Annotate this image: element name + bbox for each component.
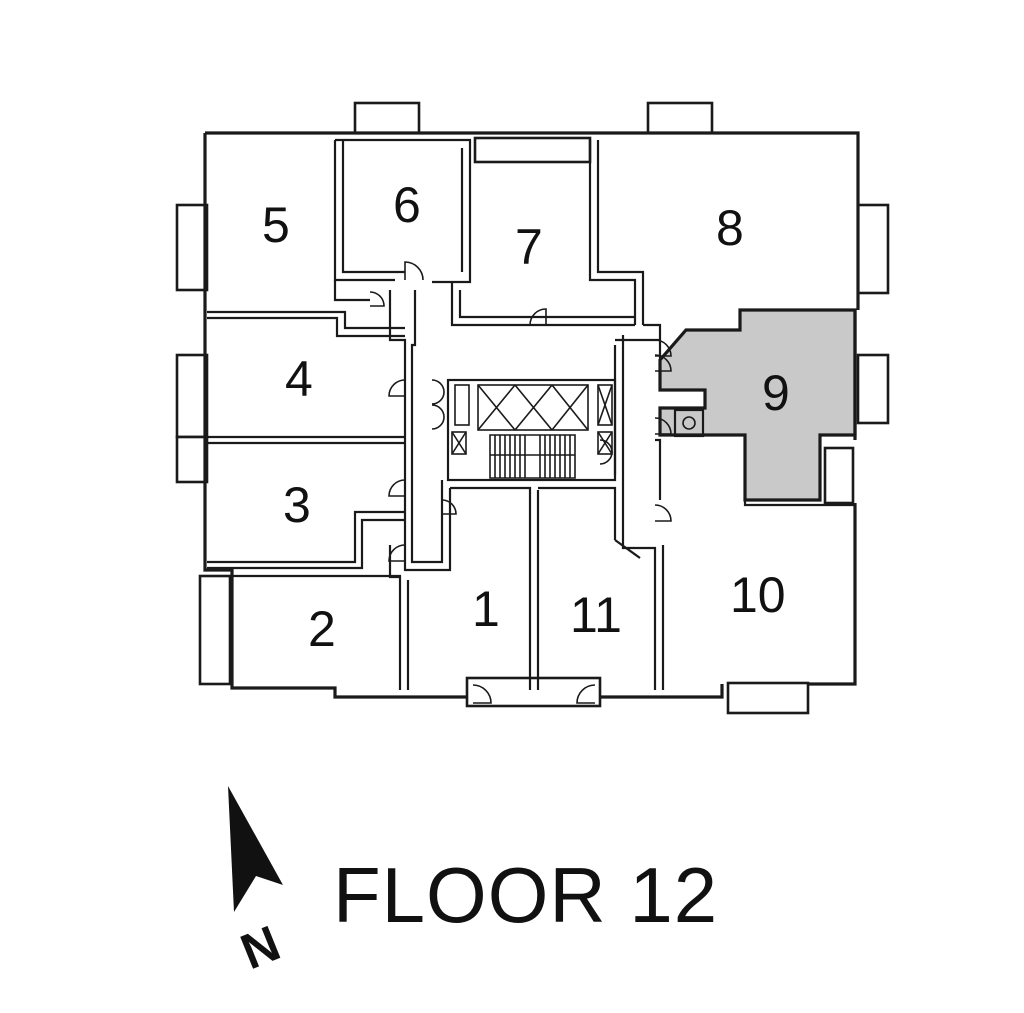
unit-9-area[interactable] [658, 308, 857, 502]
unit-label-1[interactable]: 1 [472, 581, 500, 637]
north-arrow-icon [228, 786, 283, 912]
unit-label-10[interactable]: 10 [730, 567, 786, 623]
unit-label-5[interactable]: 5 [262, 197, 290, 253]
unit-label-3[interactable]: 3 [283, 477, 311, 533]
unit-label-4[interactable]: 4 [285, 351, 313, 407]
floor-title: FLOOR 12 [333, 851, 718, 939]
core [446, 378, 705, 482]
unit-labels: 5 6 7 8 4 9 3 2 1 11 10 [262, 177, 790, 657]
unit-label-9[interactable]: 9 [762, 365, 790, 421]
stair-treads [489, 434, 576, 479]
unit-label-11[interactable]: 11 [570, 587, 622, 643]
unit-label-2[interactable]: 2 [308, 601, 336, 657]
unit-label-7[interactable]: 7 [515, 219, 543, 275]
unit-label-6[interactable]: 6 [393, 177, 421, 233]
door-swings [369, 261, 672, 704]
exterior-walls [203, 131, 860, 699]
north-label: N [233, 915, 287, 980]
interior-walls [207, 138, 855, 690]
unit-label-8[interactable]: 8 [716, 200, 744, 256]
